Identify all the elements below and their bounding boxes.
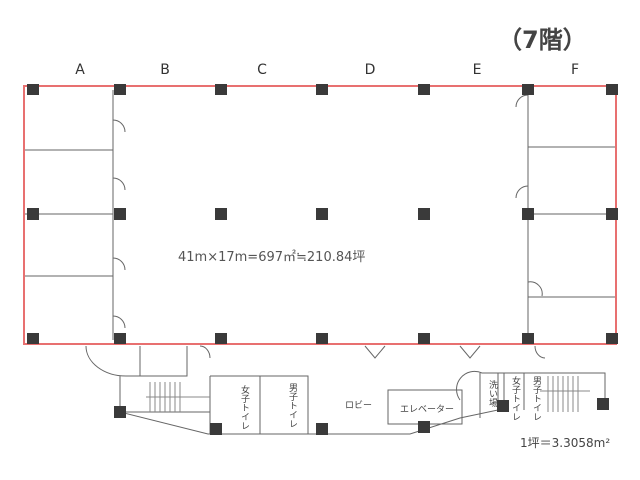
column-label-e: E (472, 62, 482, 78)
column-label-a: A (75, 62, 85, 78)
elevator-label: エレベーター (400, 405, 455, 415)
column-label-c: C (257, 62, 267, 78)
floor-title: （7階） (498, 26, 587, 54)
womens-toilet-label: 女子トイレ (239, 385, 249, 430)
mens-toilet-2-label: 男子トイレ (531, 376, 541, 421)
washroom-label: 洗い場 (487, 380, 497, 407)
pillars (27, 84, 618, 435)
womens-toilet-2-label: 女子トイレ (510, 376, 520, 421)
column-label-d: D (364, 62, 376, 78)
column-label-b: B (160, 62, 170, 78)
area-label: 41m×17m=697㎡≒210.84坪 (178, 250, 366, 265)
column-label-f: F (570, 62, 580, 78)
lobby-label: ロビー (345, 401, 373, 411)
mens-toilet-label: 男子トイレ (287, 383, 297, 428)
tsubo-conversion-note: 1坪＝3.3058m² (520, 436, 611, 450)
